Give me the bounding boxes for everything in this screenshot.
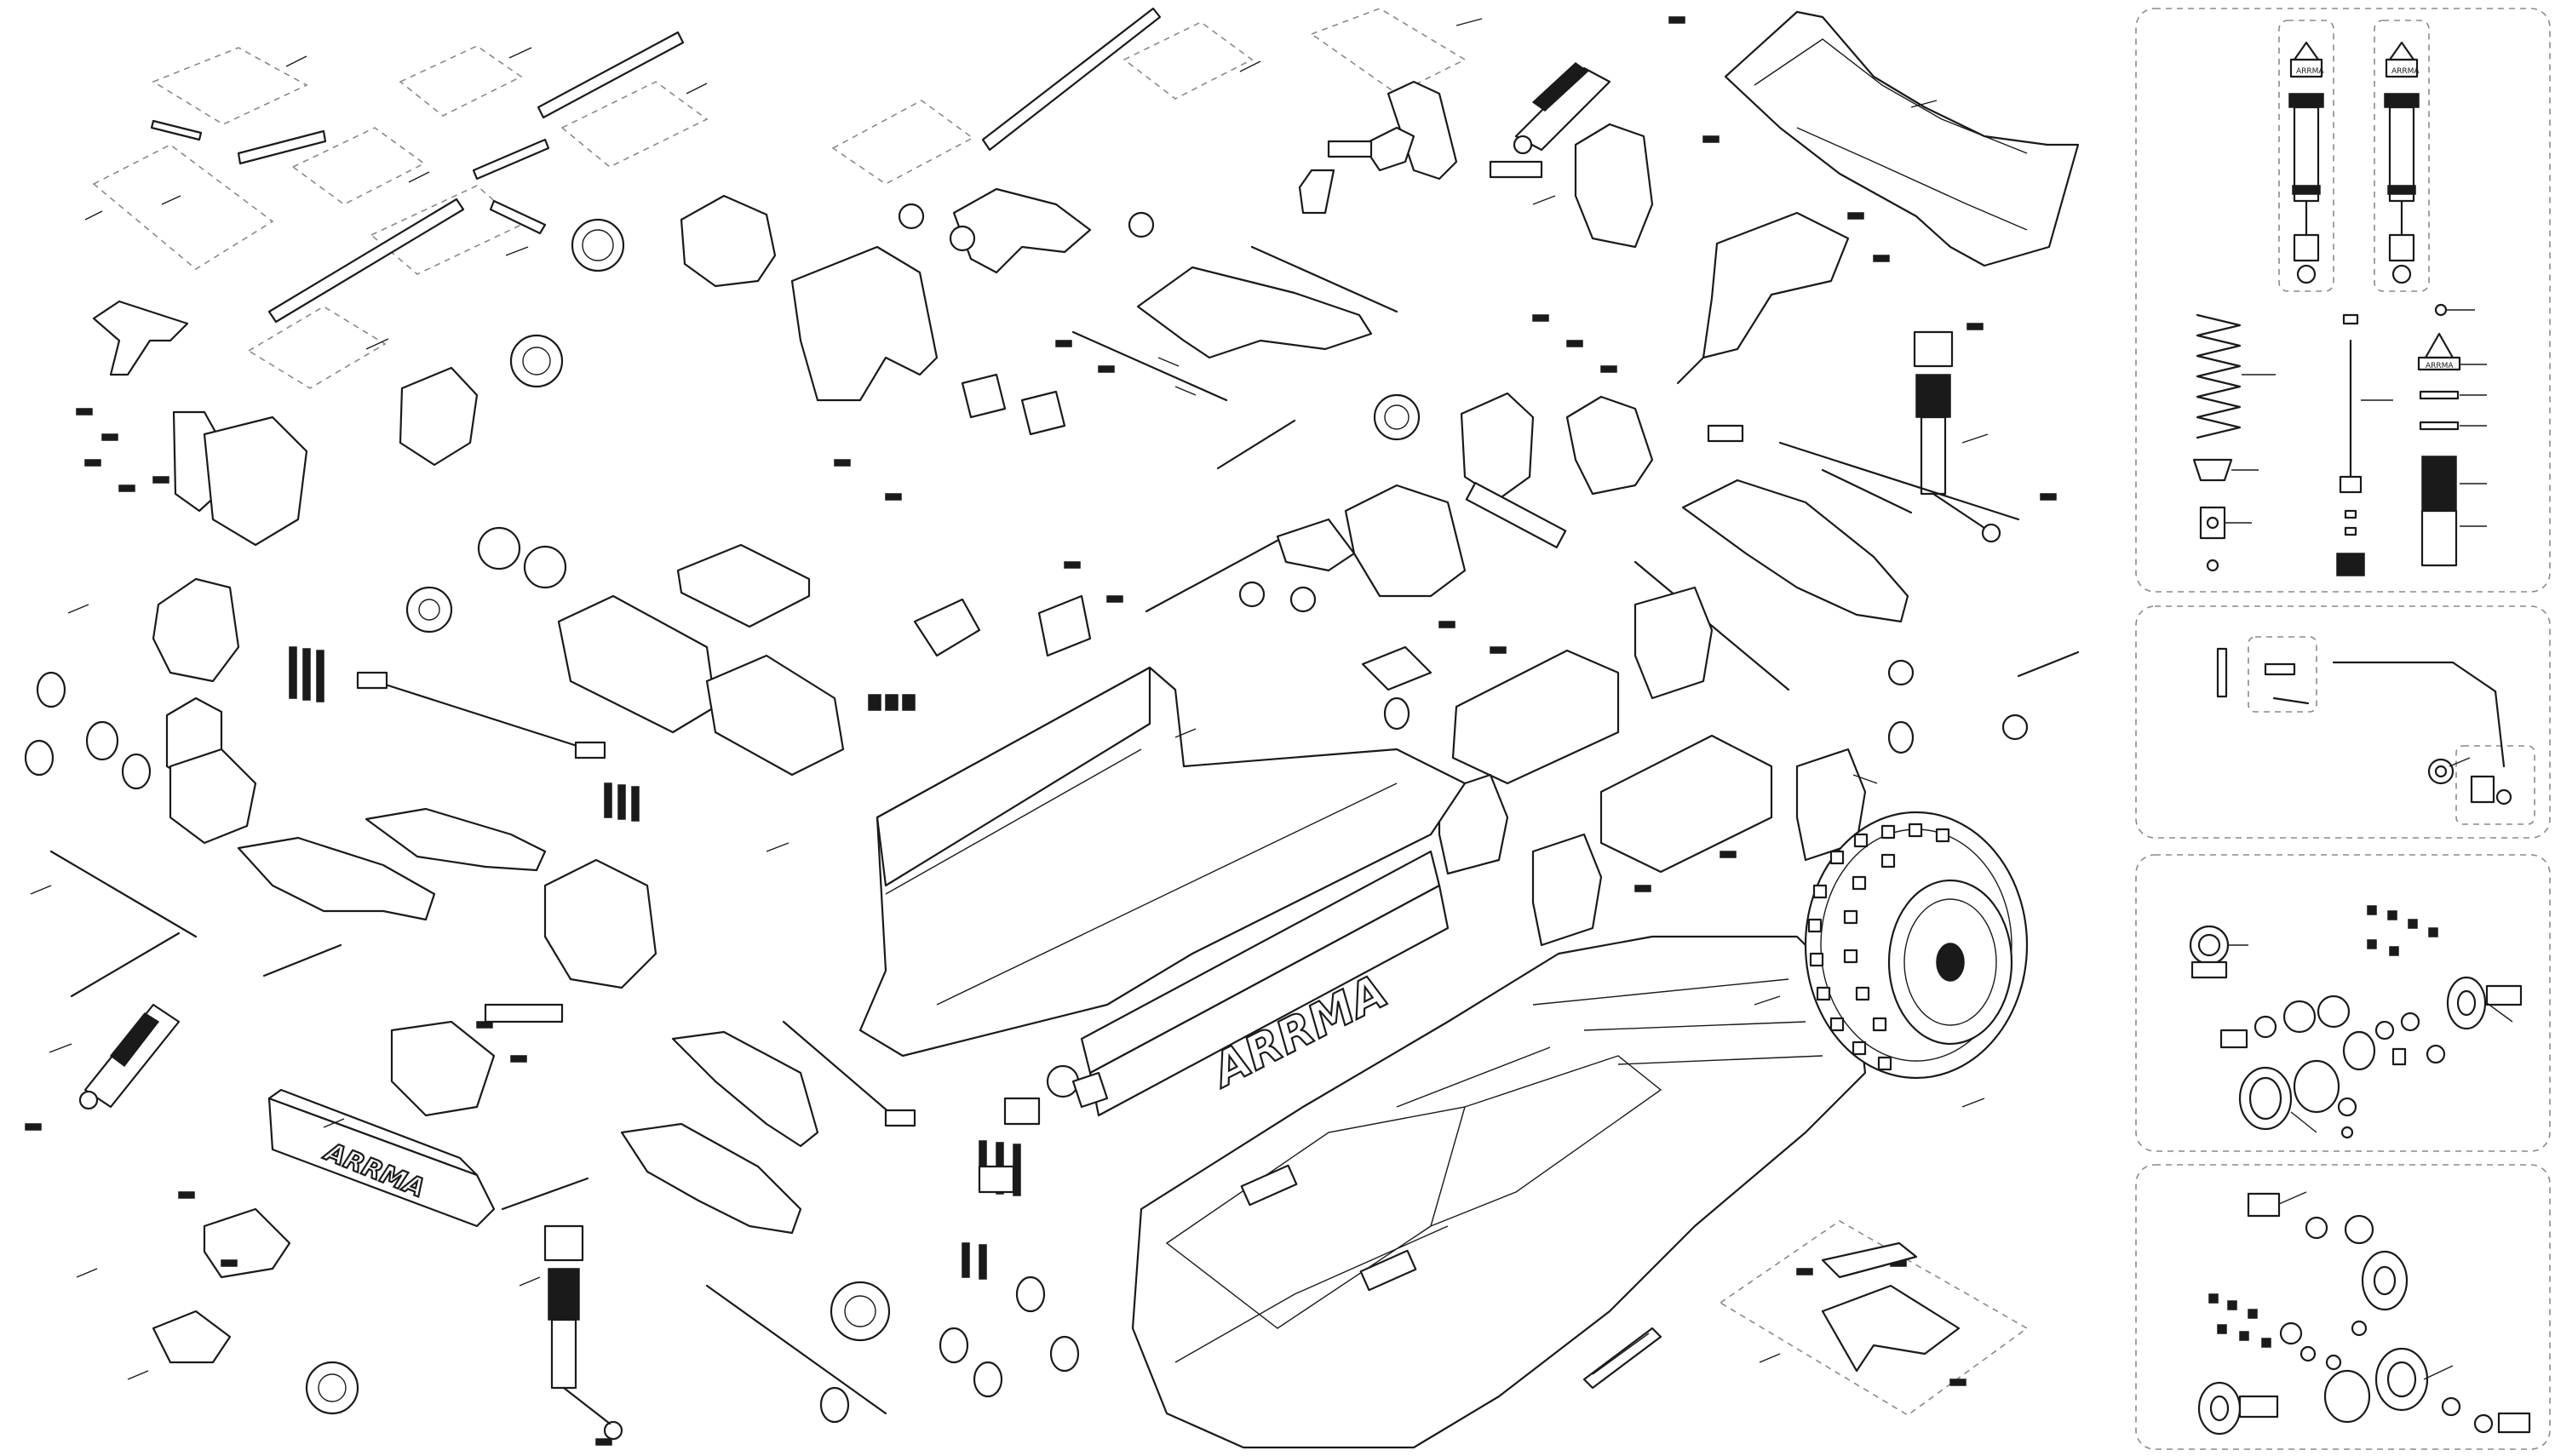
rear-diff-small-hardware (2208, 1293, 2271, 1348)
shock-assembly-1 (2288, 41, 2324, 284)
wheel-and-tire (1804, 811, 2029, 1080)
rear-differential-detail-panel (2135, 1164, 2551, 1450)
suspension-arms (237, 266, 1909, 1235)
car-body-shell (1131, 935, 1867, 1449)
battery-trays-and-boxes (557, 543, 1867, 947)
gears-and-differentials (305, 203, 2029, 1415)
shock-body (2417, 332, 2461, 567)
leader-lines (30, 18, 1989, 1380)
shock-assembly-2 (2384, 41, 2420, 284)
rear-wing (1724, 10, 2080, 267)
shock-top-center (1513, 62, 1611, 155)
shock-cap-brand-marks: ARRMA ARRMA ARRMA (2296, 67, 2454, 370)
shock-right (1913, 330, 2001, 543)
rear-diff-parts (2197, 1191, 2531, 1436)
tire-tread-blocks (1807, 823, 1950, 1071)
shock-left (78, 1003, 181, 1110)
screw-small-set (25, 16, 2057, 1446)
gearbox-housings (152, 123, 1654, 989)
shock-cap-brand-3: ARRMA (2426, 362, 2454, 370)
shock-panel-leaders (2225, 309, 2487, 527)
turnbuckles-and-links (356, 140, 2020, 1127)
shock-cap-brand-1: ARRMA (2296, 67, 2324, 76)
steering-rod-linkage (2216, 647, 2512, 805)
main-shock-absorbers (78, 62, 2001, 1441)
shock-detail-panel (2135, 8, 2551, 593)
shock-end-parts (2192, 303, 2448, 572)
front-diff-small-hardware (2367, 905, 2438, 956)
shock-spring (2196, 313, 2242, 439)
drive-shafts-and-rods (49, 7, 2080, 1415)
steering-linkage-detail-panel (2135, 605, 2551, 839)
hardware-groups-top-left (92, 8, 2029, 1416)
front-diff-parts (2189, 905, 2523, 1139)
chassis-plate (858, 666, 1467, 1058)
shock-cap-brand-2: ARRMA (2391, 67, 2420, 76)
shock-shaft (2336, 313, 2365, 576)
misc-parts (868, 373, 1961, 1390)
shock-bottom (543, 1224, 623, 1441)
towers-and-mounts (92, 80, 1850, 496)
front-differential-detail-panel (2135, 854, 2551, 1152)
